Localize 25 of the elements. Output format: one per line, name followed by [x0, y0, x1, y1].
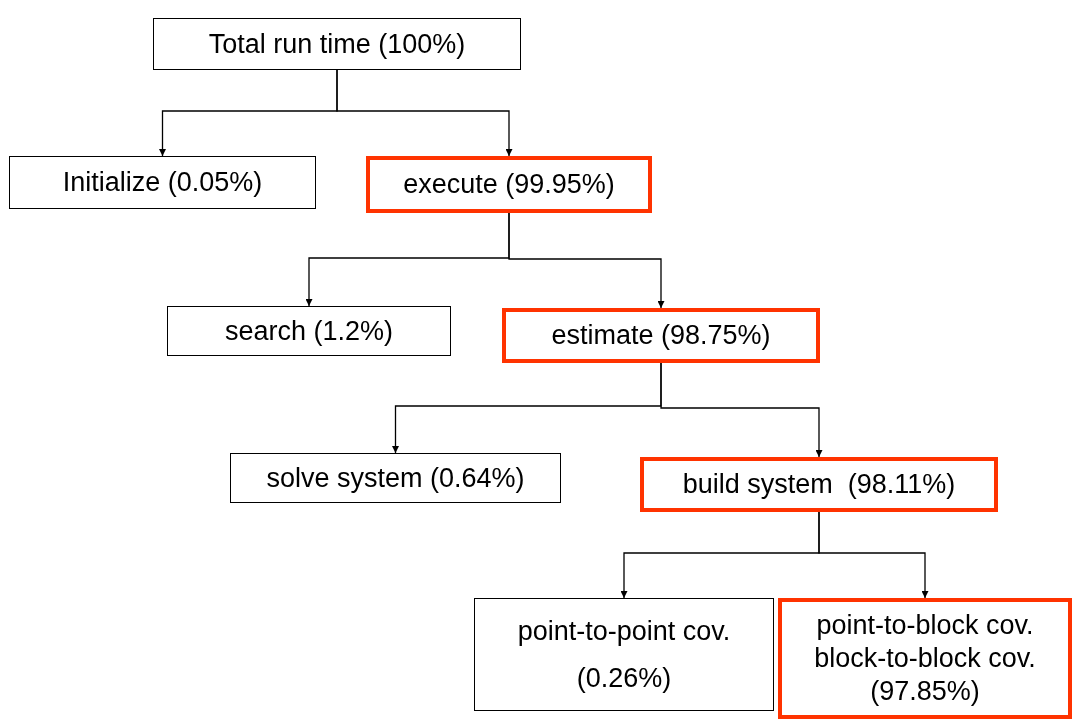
node-label: (0.26%) [576, 661, 672, 695]
process-box [474, 598, 774, 711]
node-label: (97.85%) [870, 674, 980, 708]
node-label: execute (99.95%) [403, 168, 615, 201]
node-label: Initialize (0.05%) [62, 166, 263, 199]
highlighted-box [502, 308, 820, 363]
process-box [9, 156, 316, 209]
node-label: point-to-block cov. [816, 609, 1034, 643]
arrow [818, 511, 929, 599]
arrow [508, 212, 665, 309]
node-label: Total run time (100%) [208, 27, 466, 61]
highlighted-box [640, 457, 998, 512]
node-label: search (1.2%) [224, 314, 394, 348]
process-box [230, 453, 561, 503]
node-label: point-to-point cov. [517, 614, 731, 648]
node-label: build system (98.11%) [682, 468, 956, 501]
node-label: estimate (98.75%) [551, 319, 771, 352]
node-label: block-to-block cov. [814, 642, 1036, 675]
node-label: solve system (0.64%) [266, 461, 525, 495]
highlighted-box [366, 156, 652, 213]
highlighted-box [778, 598, 1072, 719]
process-box [153, 18, 521, 70]
arrow [336, 69, 513, 157]
process-box [167, 306, 451, 356]
arrow [660, 362, 823, 458]
